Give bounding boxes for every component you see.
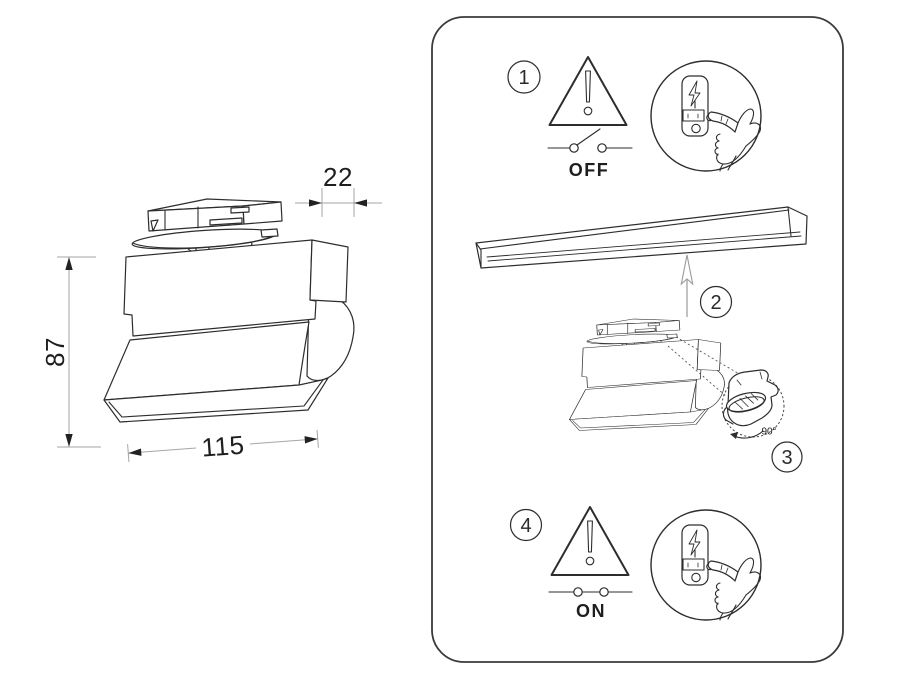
on-label: ON — [576, 601, 606, 621]
dim-length-label: 115 — [200, 430, 245, 463]
track-light-fixture-art — [103, 198, 355, 423]
dim-width-top: 22 — [295, 162, 382, 217]
step-2-number: 2 — [710, 292, 721, 314]
dim-height: 87 — [40, 256, 101, 448]
finger-pressing-light-switch-icon — [650, 60, 762, 172]
step-4-number: 4 — [520, 515, 531, 537]
dim-length: 115 — [127, 430, 319, 463]
rotate-90-arrow-icon — [730, 430, 764, 439]
rotation-angle-label: 90° — [761, 427, 776, 438]
step-1-number: 1 — [518, 67, 529, 89]
dim-width-top-label: 22 — [323, 162, 353, 192]
step-4-badge — [509, 508, 543, 542]
off-label: OFF — [569, 160, 610, 180]
step-3-badge — [771, 441, 803, 473]
circuit-switch-closed-icon — [548, 587, 633, 597]
dim-height-label: 87 — [40, 337, 70, 367]
step-1-badge — [507, 60, 541, 94]
step-2-badge — [699, 285, 733, 319]
track-light-fixture-small-art — [569, 318, 725, 431]
step-3-number: 3 — [781, 447, 792, 469]
step-3-group: 90° 3 — [667, 336, 803, 473]
track-rail — [475, 206, 808, 269]
fixture-dimension-drawing: 22 87 115 — [40, 162, 382, 463]
step-4-group: 4 ON — [509, 506, 762, 621]
arrow-up-icon — [680, 254, 694, 317]
warning-triangle-icon — [548, 56, 628, 126]
instruction-panel: 1 OFF 2 — [431, 16, 844, 663]
finger-pressing-light-switch-icon — [650, 509, 762, 621]
warning-triangle-icon — [550, 506, 630, 576]
step-2-group: 2 — [475, 206, 808, 319]
adapter-bottom-view-art — [722, 369, 779, 427]
panel-border — [431, 16, 844, 663]
rotation-leader-lines — [667, 336, 742, 398]
step-1-group: 1 OFF — [507, 56, 762, 180]
circuit-switch-open-icon — [547, 128, 633, 153]
